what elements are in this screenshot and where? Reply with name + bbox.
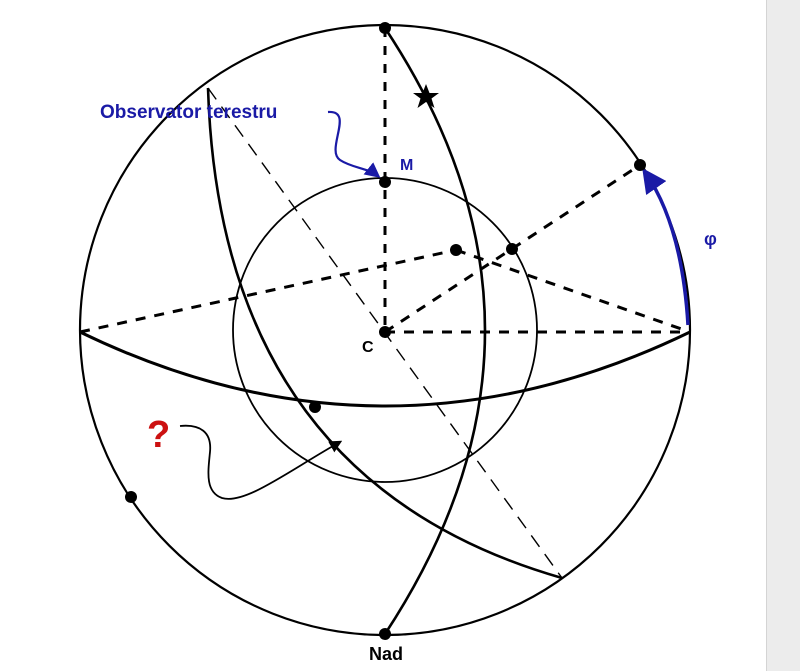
zenith-top-point	[379, 22, 391, 34]
observer-label: Observator terestru	[100, 102, 277, 123]
center-point-c	[379, 326, 391, 338]
star-icon	[413, 84, 439, 108]
latitude-symbol-label: φ	[704, 229, 717, 249]
side-panel	[766, 0, 800, 671]
nadir-label: Nad	[369, 644, 403, 664]
horizon-intersection-point	[309, 401, 321, 413]
right-lower-dashed-line	[455, 248, 691, 334]
zenith-point-label: M	[400, 157, 413, 174]
left-dashed-line	[79, 248, 457, 334]
question-mark-label: ?	[147, 414, 170, 456]
hour-circle-arc	[206, 87, 563, 580]
horizon-arc	[79, 330, 691, 408]
diagram-svg: Observator terestru M C Nad φ ?	[78, 22, 717, 664]
meridian-arc	[383, 27, 487, 635]
question-pointer-arrow	[179, 424, 343, 500]
celestial-sphere-diagram: Observator terestru M C Nad φ ?	[78, 22, 717, 664]
nadir-point	[379, 628, 391, 640]
latitude-point	[634, 159, 646, 171]
latitude-arc-arrow-icon	[642, 167, 690, 326]
inner-point	[450, 244, 462, 256]
open-point	[506, 243, 518, 255]
observer-pointer-arrow	[327, 110, 381, 178]
center-label: C	[362, 339, 374, 356]
observer-point-m	[379, 176, 391, 188]
lower-left-point	[125, 491, 137, 503]
